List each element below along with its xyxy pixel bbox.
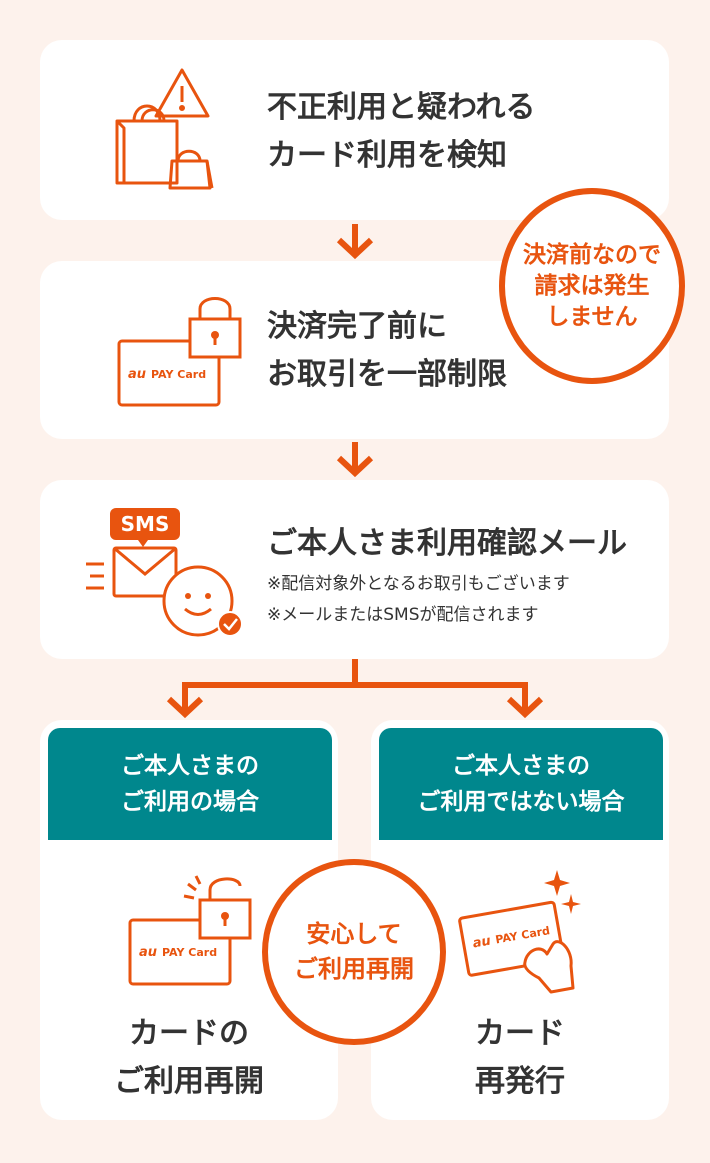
badge-top-line3: しません — [546, 303, 638, 330]
card-unlock-icon: au PAY Card — [128, 875, 252, 986]
step1-title-line1: 不正利用と疑われる — [267, 90, 536, 125]
badge-mid-line1: 安心して — [306, 920, 402, 948]
card-brand-label: au — [128, 367, 146, 382]
branch-right-result-line1: カード — [475, 1016, 565, 1051]
shopping-bags-warning-icon — [115, 68, 214, 190]
step1-card: 不正利用と疑われる カード利用を検知 — [40, 40, 669, 220]
branch-left-result-line2: ご利用再開 — [114, 1064, 264, 1099]
step3-note1: ※配信対象外となるお取引もございます — [267, 574, 570, 594]
card-brand-label: au — [472, 934, 492, 952]
step1-title-line2: カード利用を検知 — [267, 138, 507, 173]
step2-title-line1: 決済完了前に — [267, 309, 447, 344]
branch-right-result-line2: 再発行 — [475, 1064, 565, 1099]
step2-title-line2: お取引を一部制限 — [267, 357, 507, 392]
arrow-down-icon — [336, 224, 374, 260]
card-hand-sparkle-icon: au PAY Card — [458, 870, 581, 994]
branch-left-header: ご本人さまの ご利用の場合 — [48, 728, 332, 840]
step3-card: SMS ご本人さま利用確認メール ※配信対象外となるお取引もございます ※メール… — [40, 480, 669, 659]
card-lock-icon: au PAY Card — [117, 297, 242, 407]
card-brand-label: au — [139, 945, 157, 960]
badge-top-line2: 請求は発生 — [534, 272, 650, 299]
card-text-label: PAY Card — [162, 946, 217, 959]
badge-top-line1: 決済前なので — [523, 241, 661, 268]
branch-left-head-line2: ご利用の場合 — [121, 789, 259, 815]
arrow-down-icon — [336, 442, 374, 478]
step3-note2: ※メールまたはSMSが配信されます — [267, 605, 539, 625]
branch-right-header: ご本人さまの ご利用ではない場合 — [379, 728, 663, 840]
sms-label: SMS — [121, 512, 170, 536]
badge-mid-line2: ご利用再開 — [294, 955, 414, 983]
branch-arrow-icon — [166, 659, 544, 719]
resume-badge: 安心して ご利用再開 — [262, 859, 446, 1045]
card-text-label: PAY Card — [151, 368, 206, 381]
branch-left-result-line1: カードの — [129, 1016, 249, 1051]
branch-right-head-line2: ご利用ではない場合 — [417, 789, 625, 815]
sms-mail-smiley-icon: SMS — [86, 508, 243, 637]
branch-left-head-line1: ご本人さまの — [121, 753, 259, 779]
no-charge-badge: 決済前なので 請求は発生 しません — [499, 188, 685, 384]
step3-title: ご本人さま利用確認メール — [267, 526, 627, 561]
branch-right-head-line1: ご本人さまの — [452, 753, 590, 779]
